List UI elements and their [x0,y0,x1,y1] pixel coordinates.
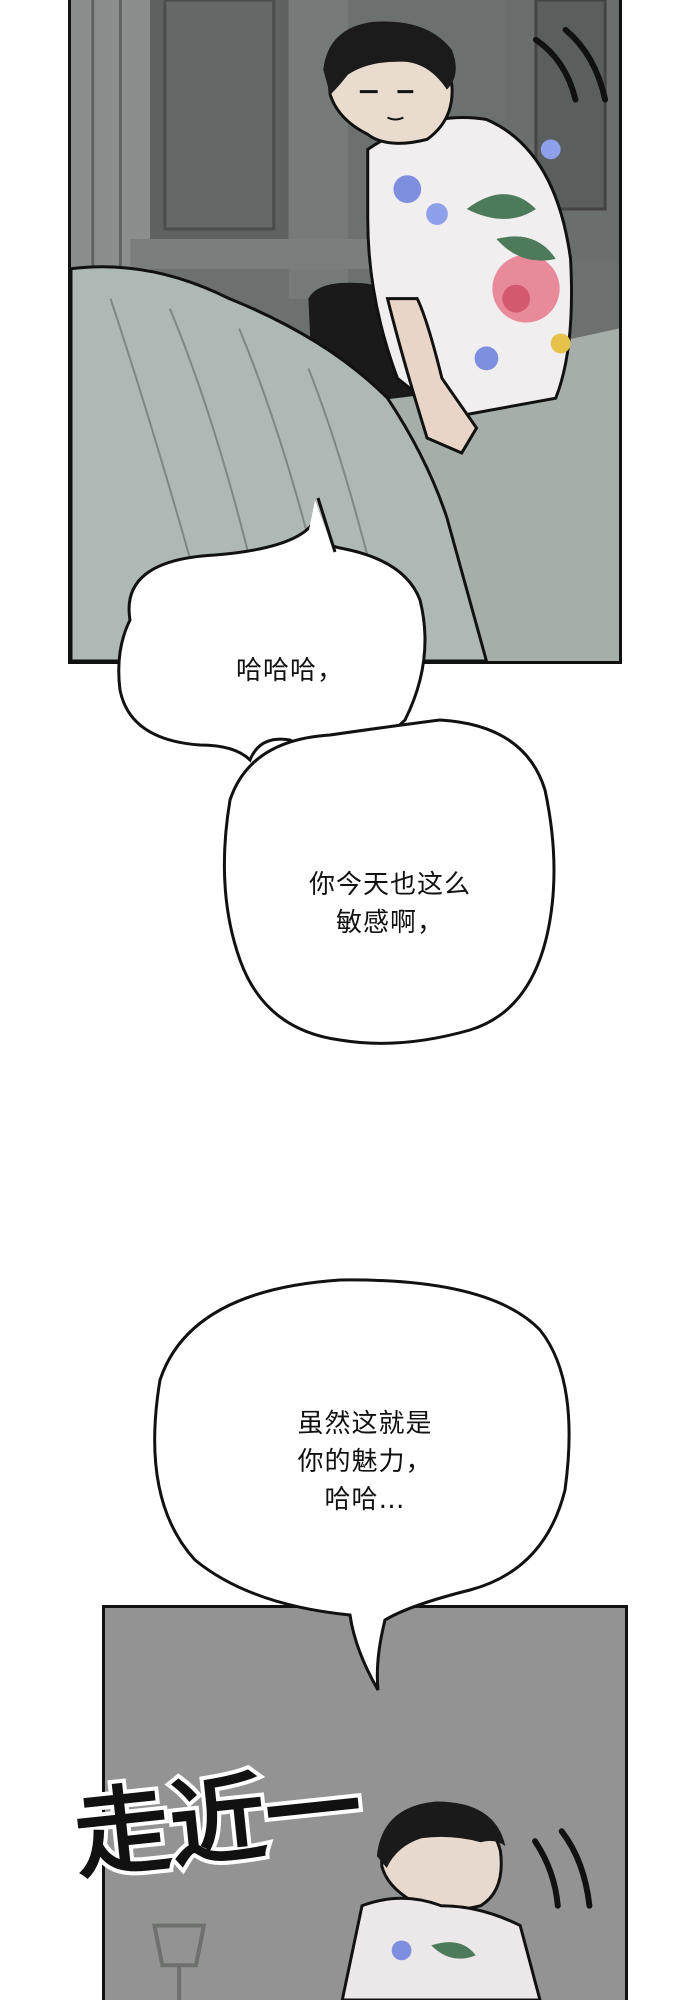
speech-bubble-2-text: 你今天也这么 敏感啊， [245,866,535,942]
bubble-1-line-1: 哈哈哈， [235,656,344,686]
panel-2-illustration [105,1608,625,2000]
panel-man-approaching [102,1605,628,2000]
bubble-3-line-3: 哈哈… [324,1485,406,1515]
bubble-3-line-2: 你的魅力， [297,1447,433,1477]
speech-bubble-1-text: 哈哈哈， [190,652,390,690]
bubble-2-line-2: 敏感啊， [335,908,444,938]
panel-man-on-bed [68,0,622,664]
speech-bubble-3-text: 虽然这就是 你的魅力， 哈哈… [215,1405,515,1519]
bubble-3-line-1: 虽然这就是 [297,1409,433,1439]
panel-1-illustration [71,0,619,661]
bubble-2-line-1: 你今天也这么 [308,870,471,900]
